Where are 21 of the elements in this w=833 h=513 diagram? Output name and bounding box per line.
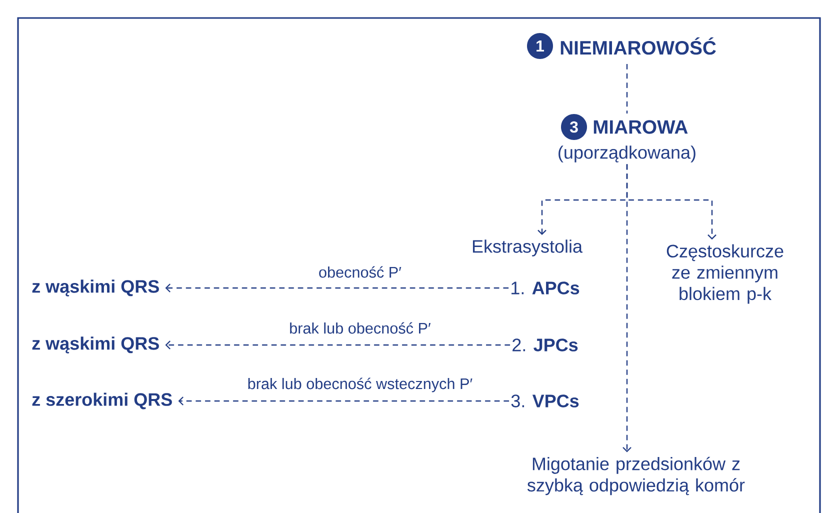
subheading: (uporządkowana) (558, 146, 696, 162)
item-label: 3. VPCs (511, 394, 579, 408)
arrow (178, 396, 510, 406)
edge-label: brak lub obecność wstecznych P′ (246, 376, 474, 394)
number-badge: 1 (527, 33, 553, 59)
heading: MIAROWA (594, 120, 688, 134)
edge-label: brak lub obecność P′ (288, 320, 432, 336)
result-label: z wąskimi QRS (32, 336, 159, 354)
edge-label: obecność P′ (317, 264, 403, 280)
item-label: 1. APCs (512, 282, 580, 294)
category-label: Ekstrasystolia (472, 240, 583, 256)
category-label: Częstoskurcze ze zmiennym blokiem p-k (666, 244, 784, 304)
arrow (622, 164, 632, 452)
item-label: 2. JPCs (512, 338, 578, 352)
arrow (165, 284, 509, 292)
result-label: z szerokimi QRS (32, 392, 172, 410)
arrow (165, 340, 510, 350)
category-label: Migotanie przedsionków z szybką odpowiedzią komór (527, 456, 745, 496)
result-label: z wąskimi QRS (32, 280, 159, 296)
heading: NIEMIAROWOŚĆ (560, 37, 716, 55)
number-badge: 3 (561, 114, 587, 140)
